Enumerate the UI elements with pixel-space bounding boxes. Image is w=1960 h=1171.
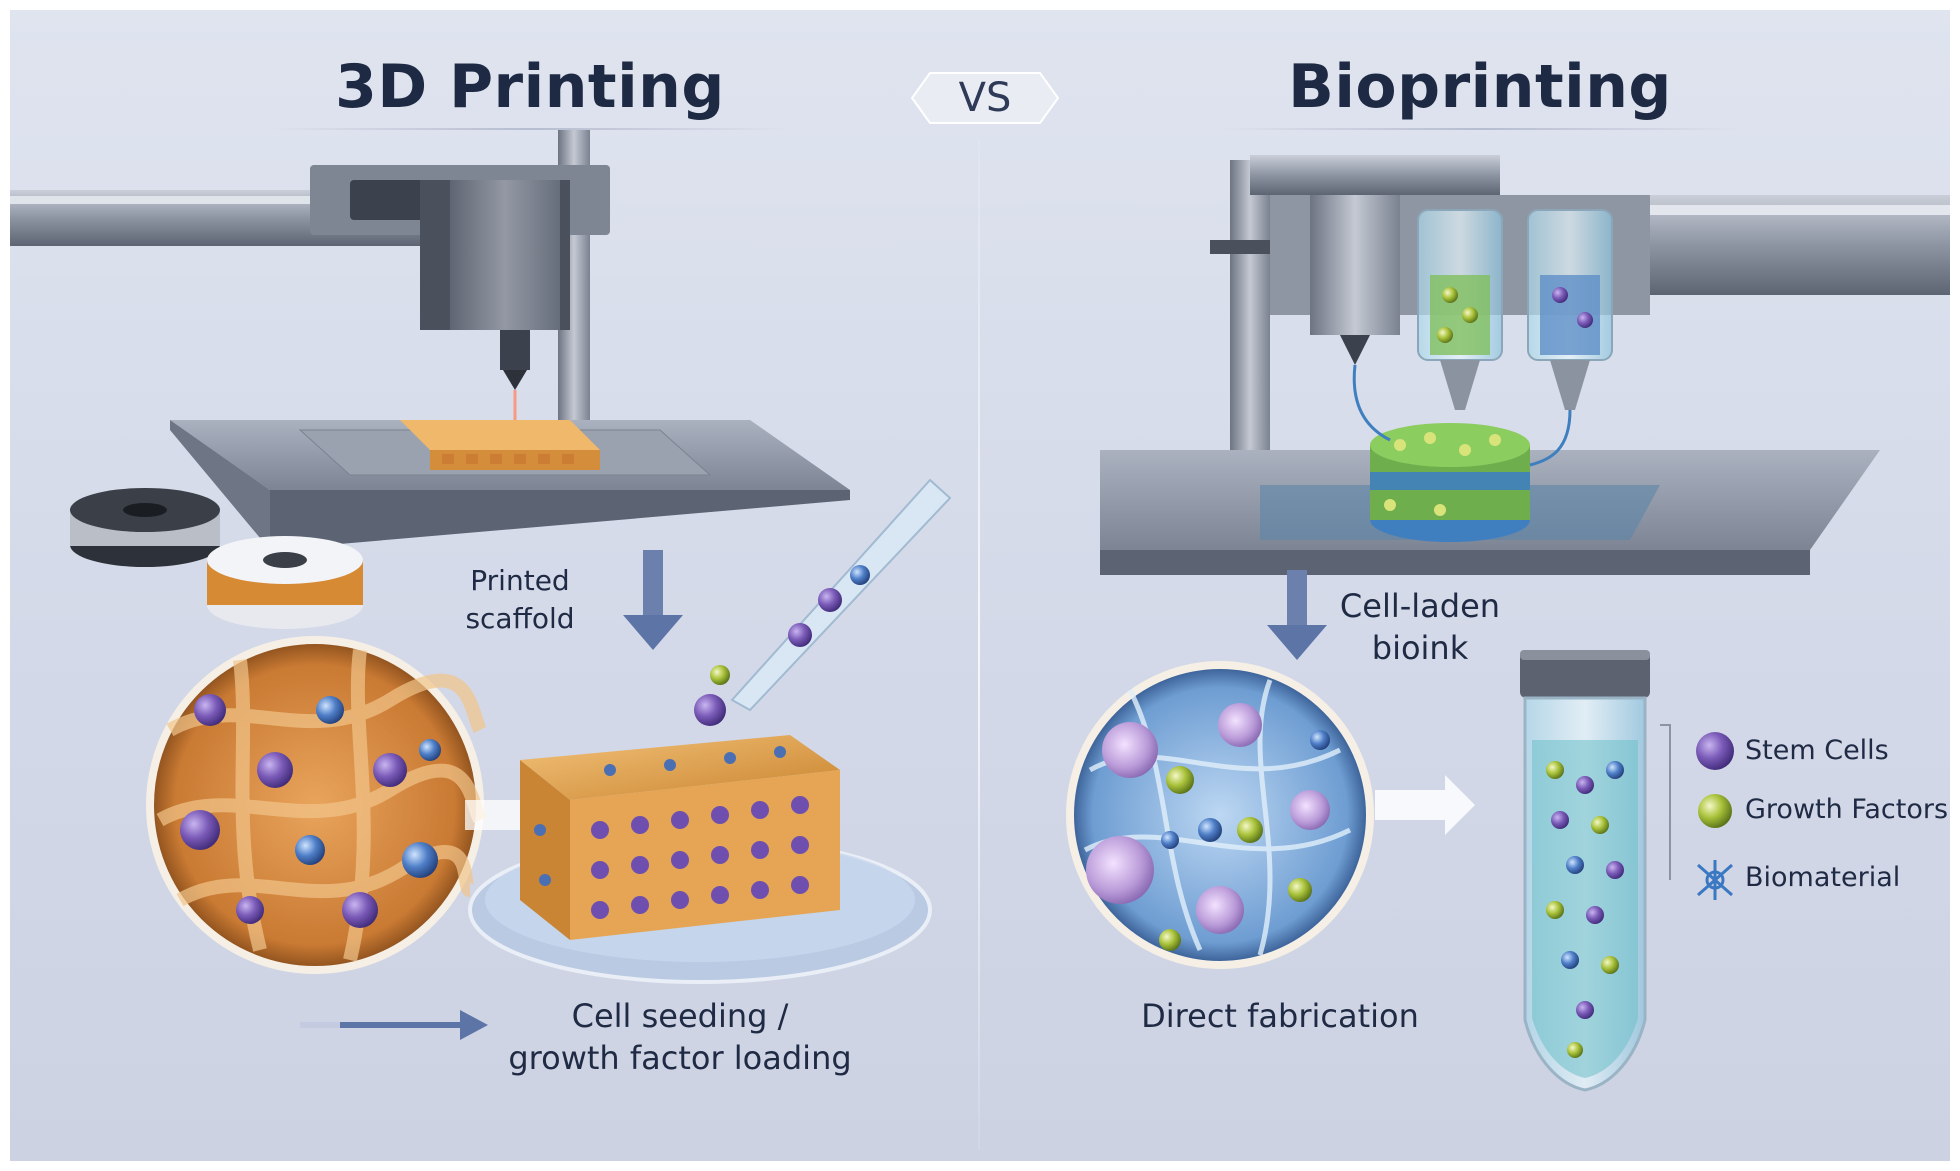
legend-growth-factors: Growth Factors [1745, 794, 1949, 825]
left-process-arrow [300, 1010, 488, 1040]
biomaterial-icon [1697, 860, 1733, 900]
fdm-printer [10, 130, 850, 550]
bioink-tube [1520, 650, 1671, 1092]
right-process-label: Direct fabrication [1141, 997, 1419, 1035]
vs-badge [910, 72, 1060, 124]
left-title: 3D Printing [335, 52, 725, 122]
right-lens-arrow [1375, 775, 1475, 835]
infographic-frame: 3D Printing Bioprinting VS Printed scaff… [10, 10, 1950, 1161]
bioink-magnified-circle [1066, 661, 1374, 969]
bioink-label-line-2: bioink [1371, 629, 1469, 667]
left-process-label-line-1: Cell seeding / [571, 997, 789, 1035]
panel-divider [978, 140, 980, 1150]
legend-biomaterial: Biomaterial [1745, 862, 1901, 893]
pipette [694, 478, 952, 726]
growth-factor-icon [1698, 794, 1732, 828]
scaffold-magnified-circle [146, 636, 487, 974]
illustration-artwork [10, 130, 1950, 1092]
left-process-label-line-2: growth factor loading [508, 1039, 852, 1077]
scaffold-label: Printed scaffold [440, 562, 600, 638]
scaffold-label-line-1: Printed [470, 564, 570, 597]
vs-label: VS [958, 75, 1012, 121]
legend-stem-cells: Stem Cells [1745, 735, 1889, 766]
legend-icons [1696, 732, 1734, 900]
right-down-arrow [1267, 570, 1327, 660]
filament-spools [70, 488, 363, 629]
bioprinter [1100, 155, 1950, 575]
right-title-rule [1220, 128, 1740, 130]
left-down-arrow [623, 550, 683, 650]
right-title: Bioprinting [1288, 52, 1672, 122]
left-process-label: Cell seeding / growth factor loading [470, 995, 890, 1079]
left-title-rule [270, 128, 790, 130]
stem-cell-icon [1696, 732, 1734, 770]
scaffold-cube [468, 735, 932, 984]
scaffold-label-line-2: scaffold [465, 602, 575, 635]
bioink-label-line-1: Cell-laden [1339, 587, 1501, 625]
bioink-label: Cell-laden bioink [1320, 585, 1520, 669]
